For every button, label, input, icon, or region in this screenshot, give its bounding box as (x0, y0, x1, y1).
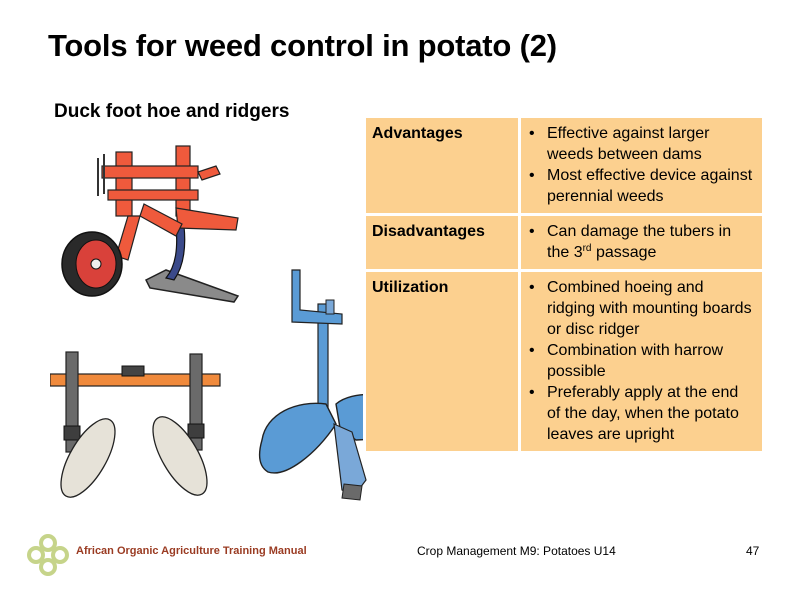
row-header-disadvantages: Disadvantages (363, 213, 521, 272)
bullet-text: passage (591, 244, 657, 261)
weed-control-tool-table: Advantages Effective against larger weed… (363, 115, 765, 454)
row-header-advantages: Advantages (363, 115, 521, 216)
utilization-cell: Combined hoeing and ridging with mountin… (518, 269, 765, 454)
disadvantages-list: Can damage the tubers in the 3rd passage (527, 221, 756, 263)
bullet-item: Preferably apply at the end of the day, … (527, 382, 756, 445)
disadvantages-cell: Can damage the tubers in the 3rd passage (518, 213, 765, 272)
utilization-list: Combined hoeing and ridging with mountin… (527, 277, 756, 445)
bullet-text: Can damage the tubers in the 3 (547, 223, 732, 261)
advantages-list: Effective against larger weeds between d… (527, 123, 756, 207)
slide-title: Tools for weed control in potato (2) (48, 28, 557, 63)
bullet-item: Combination with harrow possible (527, 340, 756, 382)
footer-manual-title: African Organic Agriculture Training Man… (76, 545, 307, 557)
bullet-item: Effective against larger weeds between d… (527, 123, 756, 165)
table-row-disadvantages: Disadvantages Can damage the tubers in t… (363, 213, 765, 272)
bullet-item: Can damage the tubers in the 3rd passage (527, 221, 756, 263)
ordinal-superscript: rd (582, 243, 592, 254)
table-row-advantages: Advantages Effective against larger weed… (363, 115, 765, 216)
table-row-utilization: Utilization Combined hoeing and ridging … (363, 269, 765, 454)
slide-subtitle: Duck foot hoe and ridgers (54, 101, 290, 122)
advantages-cell: Effective against larger weeds between d… (518, 115, 765, 216)
bullet-item: Most effective device against perennial … (527, 165, 756, 207)
footer-module: Crop Management M9: Potatoes U14 (417, 544, 616, 558)
page-number: 47 (746, 544, 760, 558)
row-header-utilization: Utilization (363, 269, 521, 454)
duck-foot-hoe-illustration (61, 145, 240, 303)
disc-ridger-illustration (50, 351, 221, 498)
bullet-item: Combined hoeing and ridging with mountin… (527, 277, 756, 340)
flower-knot-logo-icon (27, 534, 69, 576)
